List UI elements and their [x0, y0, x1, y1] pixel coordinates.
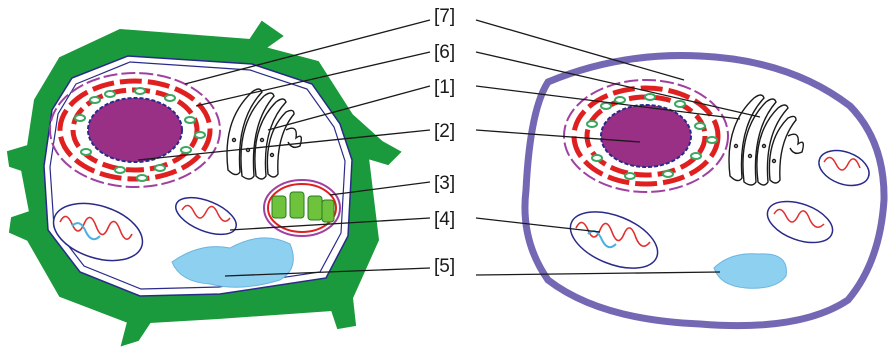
- label-1: [1]: [434, 77, 455, 98]
- animal-nucleus: [600, 104, 692, 168]
- leader-4-right: [475, 217, 601, 233]
- animal-cell: [521, 52, 888, 330]
- animal-vacuole: [713, 253, 787, 289]
- animal-mitochondrion-top: [818, 149, 870, 187]
- plant-ribosomes: [74, 87, 206, 182]
- plant-nucleus-complex: [49, 72, 221, 188]
- leader-3-left: [329, 181, 431, 196]
- plant-mitochondrion-small: [175, 196, 237, 236]
- animal-er-ring-outer: [571, 85, 721, 187]
- leader-5-right: [475, 271, 721, 276]
- leader-2-right: [475, 129, 641, 143]
- label-5: [5]: [434, 256, 455, 277]
- leader-5-left: [224, 267, 431, 277]
- label-6: [6]: [434, 42, 455, 63]
- leader-1-left: [267, 85, 431, 131]
- leader-6-left: [195, 51, 431, 107]
- plant-nuclear-outer-dashed: [49, 72, 221, 188]
- plant-nucleus: [87, 97, 183, 163]
- animal-golgi: [728, 94, 805, 186]
- leader-6-right: [475, 51, 761, 118]
- labels: [7] [6] [1] [2] [3] [4] [5]: [434, 6, 455, 277]
- leader-7-left: [184, 19, 431, 85]
- plant-chloroplast: [263, 179, 341, 237]
- label-4: [4]: [434, 209, 455, 230]
- animal-ribosomes: [586, 93, 718, 180]
- leader-1-right: [475, 85, 741, 120]
- animal-nucleus-complex: [563, 79, 729, 193]
- label-7: [7]: [434, 6, 455, 27]
- label-3: [3]: [434, 173, 455, 194]
- leader-2-left: [137, 129, 431, 161]
- label-2: [2]: [434, 121, 455, 142]
- animal-mitochondrion-middle: [766, 200, 834, 244]
- leader-4-left: [229, 217, 431, 231]
- plant-mitochondrion-large: [52, 202, 144, 262]
- plant-cell: [6, 20, 402, 347]
- plant-er-ring-outer: [57, 78, 213, 182]
- leader-lines: [137, 19, 761, 277]
- leader-7-right: [475, 19, 685, 81]
